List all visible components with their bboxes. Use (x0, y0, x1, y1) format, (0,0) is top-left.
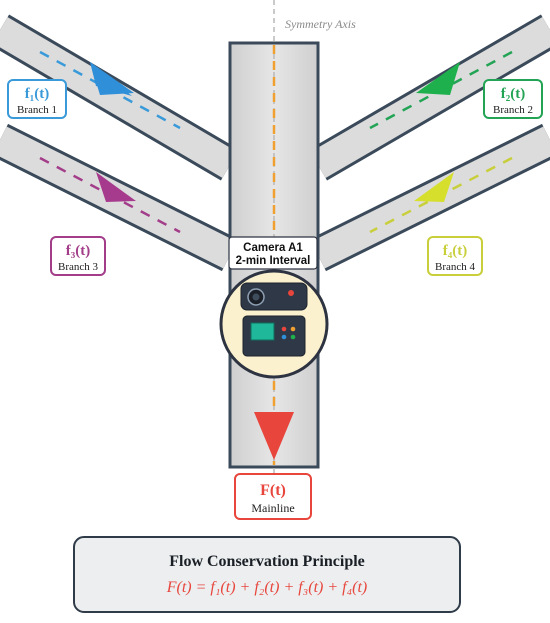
mainline-tag: F(t) Mainline (234, 473, 312, 520)
branch-3-tag: f₃(t) Branch 3 (50, 236, 106, 276)
branch-2-symbol: f₂(t) (501, 86, 525, 102)
branch-3-label: Branch 3 (58, 261, 99, 273)
principle-box: Flow Conservation Principle F(t) = f₁(t)… (73, 536, 461, 613)
principle-equation: F(t) = f₁(t) + f₂(t) + f₃(t) + f₄(t) (166, 579, 368, 596)
principle-title: Flow Conservation Principle (169, 553, 365, 570)
camera-label: Camera A1 2-min Interval (228, 236, 318, 270)
camera-interval: 2-min Interval (236, 255, 311, 267)
camera-device (219, 269, 329, 379)
branch-4-arrow (414, 172, 454, 202)
branch-1-label: Branch 1 (17, 104, 57, 116)
branch-2-tag: f₂(t) Branch 2 (483, 79, 543, 119)
camera-screen-icon (250, 322, 275, 341)
symmetry-axis-label: Symmetry Axis (285, 17, 356, 31)
mainline-label: Mainline (251, 501, 294, 515)
mainline-symbol: F(t) (260, 482, 286, 499)
branch-3-arrow (96, 172, 136, 202)
branch-4-label: Branch 4 (435, 261, 476, 273)
branch-4-symbol: f₄(t) (443, 243, 467, 259)
branch-2-label: Branch 2 (493, 104, 533, 116)
branch-3-symbol: f₃(t) (66, 243, 90, 259)
branch-4-tag: f₄(t) Branch 4 (427, 236, 483, 276)
camera-record-light-icon (288, 290, 294, 296)
branch-arrows (90, 62, 460, 202)
branch-1-symbol: f₁(t) (25, 86, 49, 102)
mainline-arrow (254, 412, 294, 460)
branch-2-arrow (416, 62, 460, 95)
camera-name: Camera A1 (243, 242, 303, 254)
branch-1-tag: f₁(t) Branch 1 (7, 79, 67, 119)
